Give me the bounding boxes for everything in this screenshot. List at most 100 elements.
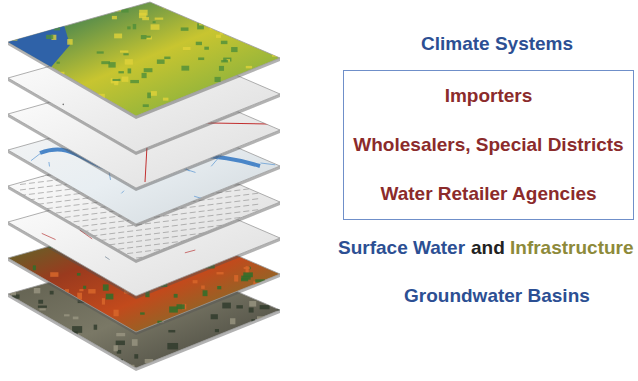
texture-patch: [199, 23, 205, 25]
texture-patch: [114, 34, 122, 39]
texture-patch: [83, 0, 87, 3]
texture-patch: [272, 51, 280, 57]
terrain-patch: [201, 307, 210, 312]
texture-patch: [205, 14, 212, 18]
satellite-patch: [168, 330, 175, 332]
terrain-patch: [103, 284, 109, 290]
satellite-patch: [26, 340, 33, 345]
texture-patch: [12, 30, 19, 34]
texture-patch: [216, 35, 221, 38]
texture-patch: [264, 19, 268, 22]
texture-patch: [59, 10, 64, 15]
texture-patch: [245, 104, 252, 108]
texture-patch: [46, 35, 53, 39]
terrain-patch: [249, 296, 258, 303]
terrain-patch: [65, 289, 69, 293]
terrain-patch: [243, 272, 253, 277]
texture-patch: [54, 25, 60, 31]
water-area: [8, 12, 70, 80]
texture-patch: [26, 92, 35, 95]
texture-patch: [118, 71, 123, 73]
terrain-patch: [77, 273, 81, 276]
satellite-patch: [134, 354, 138, 358]
terrain-patch: [48, 305, 54, 307]
terrain-patch: [201, 285, 205, 288]
texture-patch: [122, 77, 129, 82]
terrain-patch: [77, 293, 82, 300]
satellite-patch: [72, 326, 82, 333]
satellite-patch: [130, 365, 135, 369]
satellite-patch: [223, 369, 227, 373]
texture-patch: [139, 13, 146, 18]
texture-patch: [58, 72, 65, 74]
texture-patch: [49, 1, 56, 5]
terrain-patch: [277, 304, 287, 309]
texture-patch: [183, 47, 191, 50]
terrain-patch: [203, 290, 208, 296]
texture-patch: [224, 19, 231, 21]
terrain-patch: [219, 330, 227, 334]
satellite-patch: [236, 340, 244, 345]
texture-patch: [27, 3, 34, 6]
texture-patch: [215, 77, 221, 82]
texture-patch: [269, 95, 276, 100]
texture-patch: [168, 4, 174, 9]
texture-patch: [127, 26, 130, 29]
terrain-patch: [271, 217, 277, 222]
text-line: [20, 243, 260, 273]
terrain-patch: [278, 266, 289, 271]
satellite-patch: [266, 288, 276, 293]
texture-patch: [266, 106, 273, 112]
texture-patch: [55, 110, 64, 114]
terrain-patch: [148, 333, 151, 337]
texture-patch: [53, 113, 61, 116]
texture-patch: [220, 5, 225, 10]
texture-patch: [264, 15, 272, 20]
texture-patch: [210, 24, 213, 30]
texture-patch: [113, 7, 121, 12]
texture-patch: [10, 37, 17, 40]
texture-patch: [13, 93, 17, 95]
texture-patch: [130, 80, 139, 83]
stream: [48, 162, 50, 166]
satellite-patch: [50, 291, 54, 295]
terrain-patch: [262, 220, 272, 227]
satellite-patch: [265, 263, 271, 265]
texture-patch: [270, 103, 276, 106]
stream: [260, 163, 275, 165]
texture-patch: [60, 93, 63, 97]
satellite-patch: [71, 344, 80, 347]
texture-patch: [66, 84, 70, 86]
layer-label: Infrastructure: [510, 237, 634, 259]
texture-patch: [181, 27, 189, 30]
texture-patch: [57, 85, 61, 91]
texture-patch: [40, 4, 48, 10]
texture-patch: [197, 99, 204, 103]
texture-patch: [141, 35, 147, 39]
texture-patch: [101, 61, 110, 64]
satellite-patch: [250, 293, 255, 296]
texture-patch: [146, 36, 151, 38]
texture-patch: [97, 51, 104, 53]
satellite-patch: [277, 306, 287, 311]
satellite-patch: [78, 344, 83, 349]
terrain-patch: [50, 272, 58, 277]
satellite-patch: [38, 300, 43, 304]
texture-patch: [98, 108, 104, 114]
satellite-patch: [94, 325, 98, 330]
texture-patch: [256, 103, 262, 107]
texture-patch: [197, 23, 204, 29]
satellite-patch: [236, 305, 243, 308]
texture-patch: [273, 104, 280, 109]
satellite-patch: [277, 330, 281, 335]
texture-patch: [43, 72, 50, 76]
terrain-patch: [31, 287, 41, 294]
texture-patch: [185, 114, 190, 117]
satellite-patch: [222, 303, 231, 309]
texture-patch: [234, 5, 239, 9]
satellite-patch: [280, 254, 283, 257]
satellite-patch: [145, 359, 153, 363]
texture-patch: [146, 36, 152, 39]
satellite-patch: [215, 329, 219, 332]
texture-patch: [177, 5, 181, 9]
